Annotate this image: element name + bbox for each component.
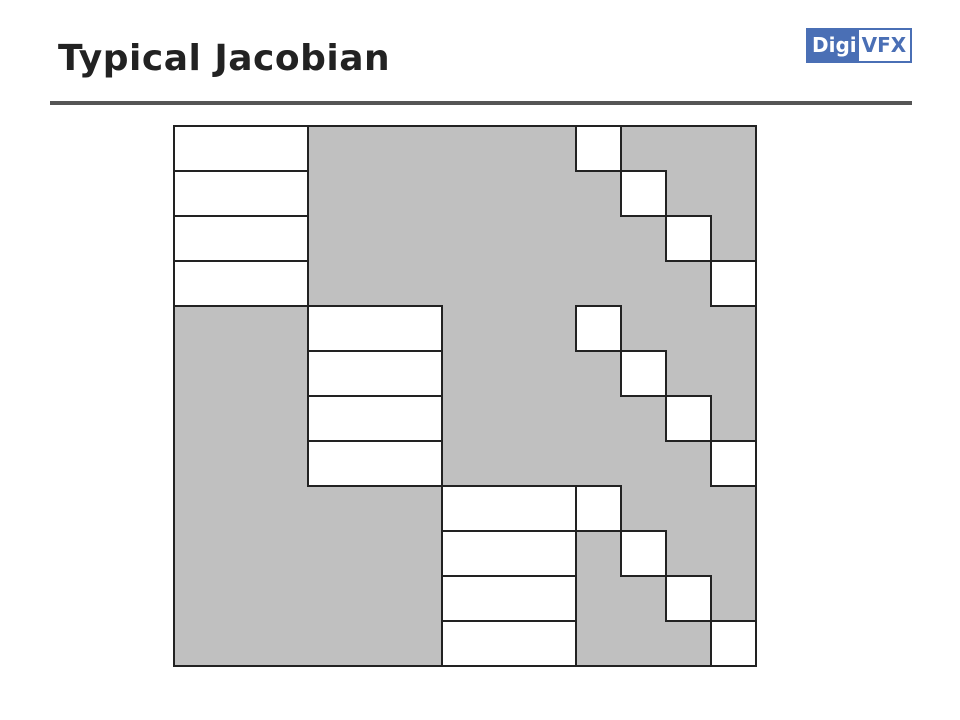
point-jacobian-cell <box>665 395 712 442</box>
title-divider <box>50 101 912 105</box>
camera-jacobian-cell <box>173 215 309 262</box>
camera-jacobian-cell <box>441 575 577 622</box>
camera-jacobian-cell <box>441 530 577 577</box>
point-jacobian-cell <box>710 620 757 667</box>
point-jacobian-cell <box>710 440 757 487</box>
point-jacobian-cell <box>575 305 622 352</box>
point-jacobian-cell <box>620 530 667 577</box>
digivfx-logo: Digi VFX <box>806 28 913 63</box>
point-jacobian-cell <box>575 125 622 172</box>
camera-jacobian-cell <box>173 170 309 217</box>
camera-jacobian-cell <box>441 485 577 532</box>
logo-text-digi: Digi <box>808 30 859 61</box>
point-jacobian-cell <box>710 260 757 307</box>
camera-jacobian-cell <box>173 125 309 172</box>
point-jacobian-cell <box>620 350 667 397</box>
point-jacobian-cell <box>620 170 667 217</box>
camera-jacobian-cell <box>307 395 443 442</box>
logo-text-vfx: VFX <box>858 30 911 61</box>
point-jacobian-cell <box>665 575 712 622</box>
camera-jacobian-cell <box>441 620 577 667</box>
point-jacobian-cell <box>575 485 622 532</box>
point-jacobian-cell <box>665 215 712 262</box>
matrix-border <box>173 125 757 667</box>
slide-title: Typical Jacobian <box>58 38 391 79</box>
camera-jacobian-cell <box>307 305 443 352</box>
camera-jacobian-cell <box>307 350 443 397</box>
camera-jacobian-cell <box>307 440 443 487</box>
camera-jacobian-cell <box>173 260 309 307</box>
